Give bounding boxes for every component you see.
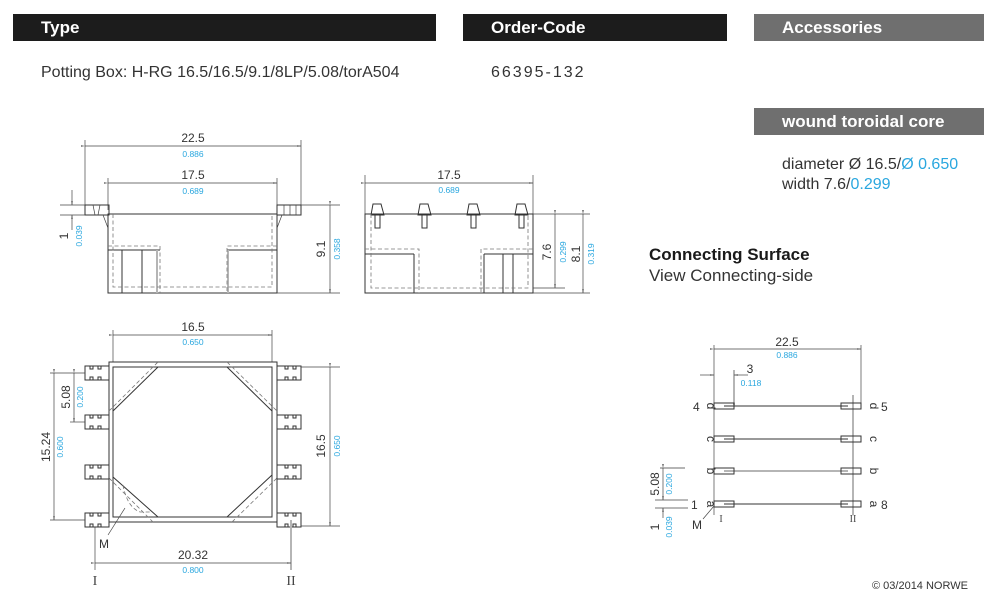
front-body-dim-inch: 0.689 xyxy=(182,186,204,196)
pin-letter-right-b: b xyxy=(867,468,881,475)
pin-num-5: 5 xyxy=(881,400,888,414)
top-width-dim: 16.5 xyxy=(181,320,205,334)
connecting-surface-title: Connecting Surface xyxy=(649,245,810,264)
pin-num-4: 4 xyxy=(693,400,700,414)
pin-num-1: 1 xyxy=(691,498,698,512)
product-type: Potting Box: H-RG 16.5/16.5/9.1/8LP/5.08… xyxy=(41,64,399,82)
product-label: Potting Box: xyxy=(41,64,128,81)
conn-overall-dim: 22.5 xyxy=(775,335,799,349)
order-code-value: 66395-132 xyxy=(491,64,586,81)
accessories-header: Accessories xyxy=(754,14,984,41)
pin-letter-left-d: d xyxy=(704,403,718,410)
front-view: 22.5 0.886 17.5 0.689 1 0.039 9 xyxy=(57,131,342,294)
top-width-dim-inch: 0.650 xyxy=(182,337,204,347)
top-height-dim: 16.5 xyxy=(314,434,328,458)
pin-letter-left-a: a xyxy=(704,501,718,508)
top-height-dim-inch: 0.650 xyxy=(332,435,342,457)
top-pitch-dim: 5.08 xyxy=(59,385,73,409)
side-h2-dim-inch: 0.319 xyxy=(586,243,596,265)
conn-marker-m: M xyxy=(692,518,702,532)
side-view: 17.5 0.689 7.6 0.299 8.1 0.319 xyxy=(360,168,596,294)
pin-letter-right-a: a xyxy=(867,501,881,508)
pin-letter-left-b: b xyxy=(704,468,718,475)
front-flange-dim: 1 xyxy=(57,232,71,239)
conn-pin-dim: 1 xyxy=(648,523,662,530)
conn-row-label-i: I xyxy=(719,514,722,525)
front-flange-dim-inch: 0.039 xyxy=(74,225,84,247)
conn-offset-dim: 3 xyxy=(747,362,754,376)
top-row-dim: 20.32 xyxy=(178,548,208,562)
accessory-specs: diameter Ø 16.5/Ø 0.650 width 7.6/0.299 xyxy=(782,155,958,195)
front-height-dim: 9.1 xyxy=(314,240,328,257)
conn-row-label-ii: II xyxy=(850,514,857,525)
conn-pitch-dim: 5.08 xyxy=(648,472,662,496)
side-width-dim-inch: 0.689 xyxy=(438,185,460,195)
conn-overall-dim-inch: 0.886 xyxy=(776,350,798,360)
top-view: 16.5 0.650 5.08 0.200 xyxy=(39,320,342,589)
wound-core-header: wound toroidal core xyxy=(754,108,984,135)
pin-letter-left-c: c xyxy=(704,436,718,442)
conn-pitch-dim-inch: 0.200 xyxy=(664,473,674,495)
front-body-dim: 17.5 xyxy=(181,168,205,182)
conn-offset-dim-inch: 0.118 xyxy=(741,378,762,388)
pin-num-8: 8 xyxy=(881,498,888,512)
front-overall-dim-inch: 0.886 xyxy=(182,149,204,159)
pin-letter-right-c: c xyxy=(867,436,881,442)
top-span-dim-inch: 0.600 xyxy=(55,436,65,458)
side-h2-dim: 8.1 xyxy=(569,245,583,262)
product-type-code: H-RG 16.5/16.5/9.1/8LP/5.08/torA504 xyxy=(131,64,400,81)
diameter-line: diameter Ø 16.5/Ø 0.650 xyxy=(782,156,959,173)
order-code-header: Order-Code xyxy=(463,14,727,41)
type-header: Type xyxy=(13,14,436,41)
top-span-dim: 15.24 xyxy=(39,432,53,462)
row-label-i: I xyxy=(93,574,98,589)
connecting-surface-subtitle: View Connecting-side xyxy=(649,266,814,285)
top-row-dim-inch: 0.800 xyxy=(182,565,204,575)
top-pitch-dim-inch: 0.200 xyxy=(75,386,85,408)
side-pins xyxy=(370,203,529,229)
side-h1-dim: 7.6 xyxy=(540,243,554,260)
front-height-dim-inch: 0.358 xyxy=(332,238,342,260)
side-h1-dim-inch: 0.299 xyxy=(558,241,568,263)
pin-letter-right-d: d xyxy=(867,403,881,410)
top-marker-m: M xyxy=(99,537,109,551)
front-overall-dim: 22.5 xyxy=(181,131,205,145)
connecting-surface-view: 22.5 0.886 3 0.118 4 d c b 1 a d 5 c b a… xyxy=(648,335,888,538)
conn-pin-dim-inch: 0.039 xyxy=(664,516,674,538)
side-width-dim: 17.5 xyxy=(437,168,461,182)
row-label-ii: II xyxy=(286,574,296,589)
top-pins xyxy=(84,365,302,528)
copyright: © 03/2014 NORWE xyxy=(872,580,968,592)
conn-pads xyxy=(713,402,862,508)
width-line: width 7.6/0.299 xyxy=(782,176,891,193)
